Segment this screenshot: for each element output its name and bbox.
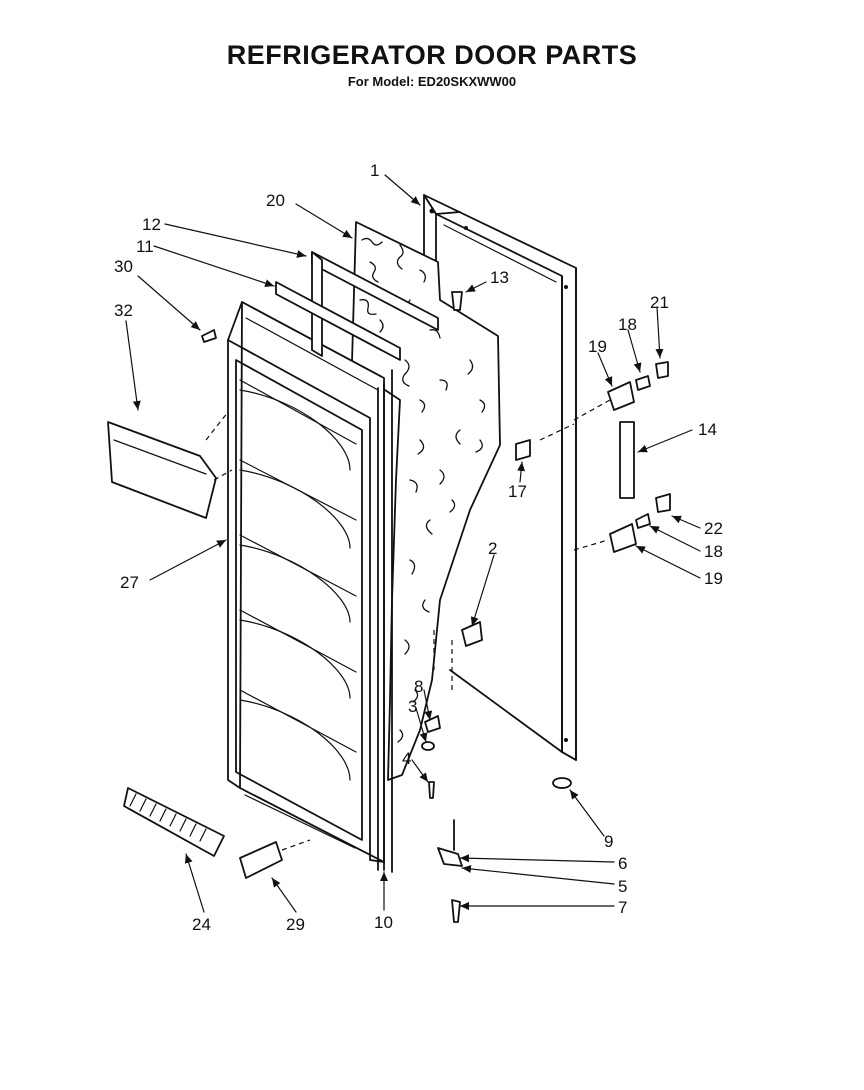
breaker-strip (275, 251, 439, 361)
callout-3: 3 (408, 697, 417, 716)
callout-5: 5 (618, 877, 627, 896)
callout-4: 4 (402, 749, 411, 768)
callout-20: 20 (266, 191, 285, 210)
leader-lines (125, 174, 701, 913)
callout-18b: 18 (704, 542, 723, 561)
model-subtitle: For Model: ED20SKXWW00 (347, 74, 517, 89)
callout-22: 22 (704, 519, 723, 538)
foam-insulation (351, 221, 501, 781)
door-gasket (377, 369, 393, 873)
callout-10: 10 (374, 913, 393, 932)
callout-labels: 1 20 12 11 30 32 13 21 18 19 14 17 22 18… (114, 161, 723, 934)
outer-door-panel (423, 194, 577, 761)
callout-24: 24 (192, 915, 211, 934)
door-liner (227, 301, 385, 863)
callout-13: 13 (490, 268, 509, 287)
screw (201, 329, 217, 343)
callout-2: 2 (488, 539, 497, 558)
hinge-cover (239, 839, 311, 879)
callout-9: 9 (604, 832, 613, 851)
diagram-title: REFRIGERATOR DOOR PARTS (226, 40, 638, 70)
callout-19a: 19 (588, 337, 607, 356)
callout-30: 30 (114, 257, 133, 276)
handle-parts (451, 291, 671, 553)
callout-29: 29 (286, 915, 305, 934)
callout-11: 11 (136, 237, 154, 256)
callout-19b: 19 (704, 569, 723, 588)
callout-12: 12 (142, 215, 161, 234)
callout-7: 7 (618, 898, 627, 917)
callout-27: 27 (120, 573, 139, 592)
callout-14: 14 (698, 420, 717, 439)
door-shelf-bin (107, 411, 233, 519)
grille (123, 787, 225, 857)
callout-1: 1 (370, 161, 379, 180)
hinge-parts (421, 621, 572, 923)
callout-17: 17 (508, 482, 527, 501)
callout-18a: 18 (618, 315, 637, 334)
callout-6: 6 (618, 854, 627, 873)
callout-21: 21 (650, 293, 669, 312)
callout-32: 32 (114, 301, 133, 320)
callout-8: 8 (414, 677, 423, 696)
